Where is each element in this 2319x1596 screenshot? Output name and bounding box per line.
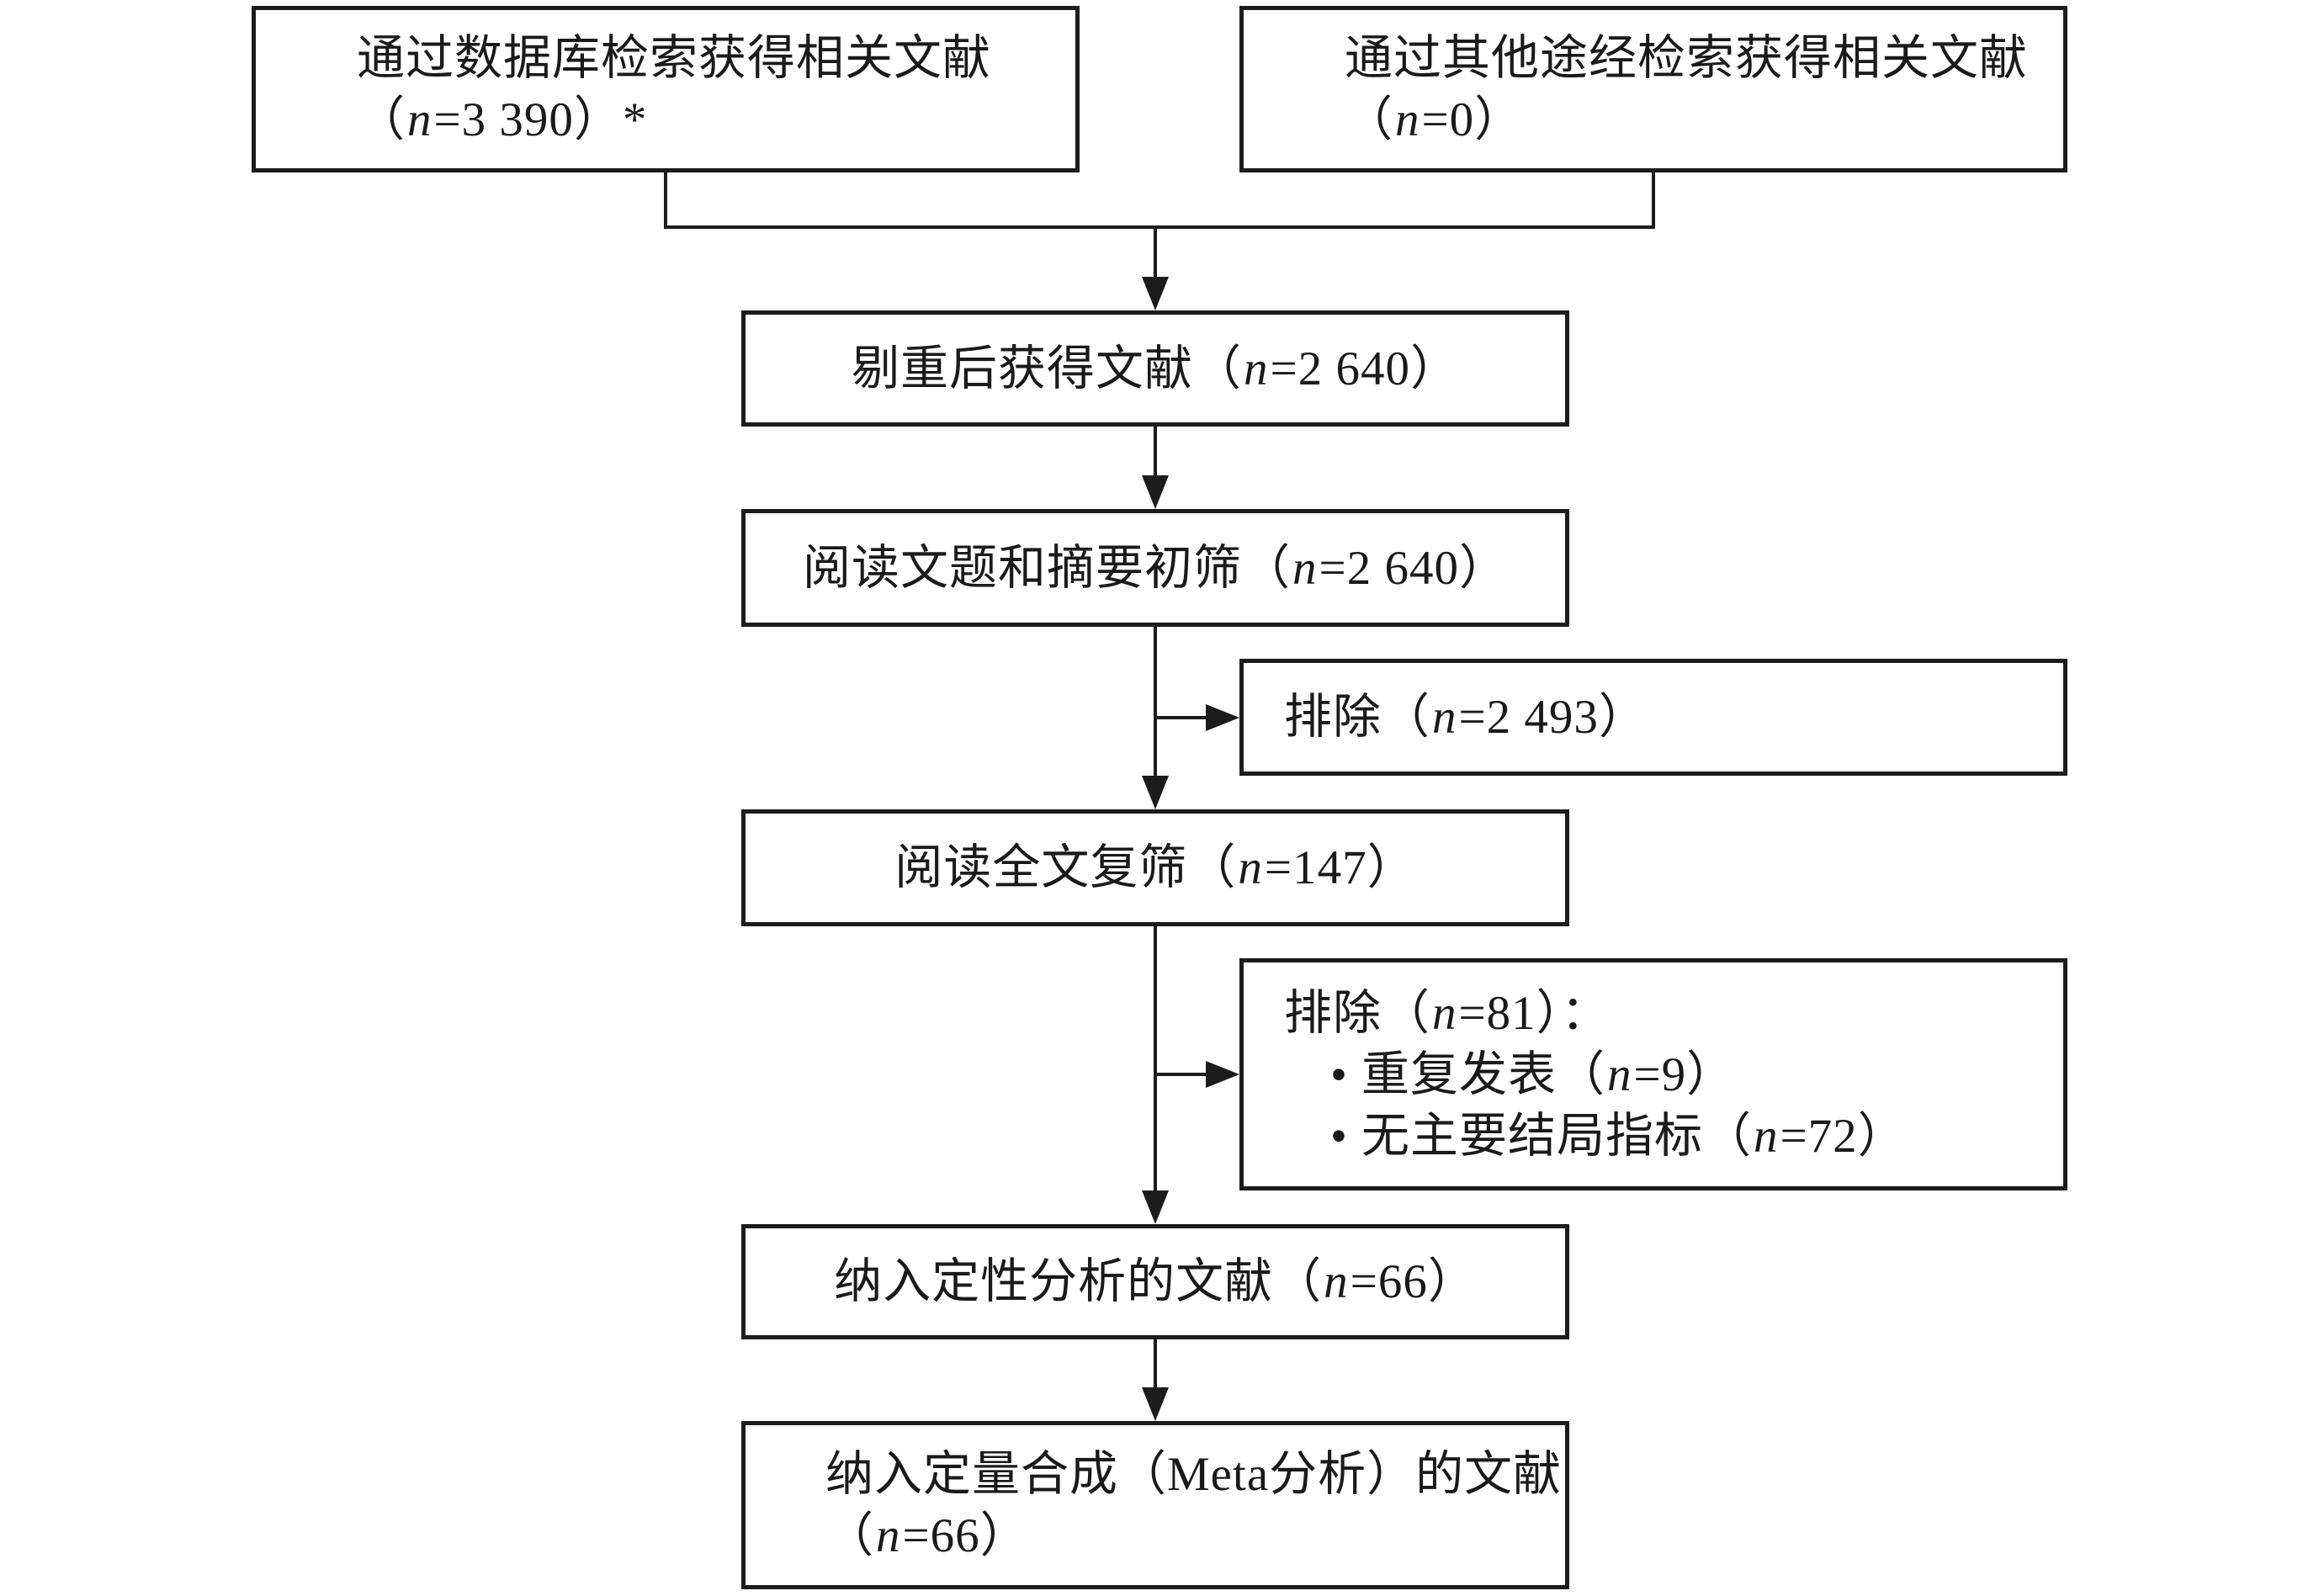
paren-open: （	[1382, 691, 1430, 744]
bullet-text: 重复发表（n=9）	[1361, 1044, 1735, 1106]
paren-open: （	[1556, 1047, 1605, 1101]
paren-open: （	[825, 1509, 874, 1562]
arrowhead-right-icon	[1206, 704, 1239, 731]
paren-open: （	[1242, 541, 1292, 595]
n-var: n	[1753, 1109, 1779, 1163]
label-text: 通过数据库检索获得相关文献	[357, 32, 991, 85]
count-text: =0）	[1421, 93, 1524, 146]
label-text: 阅读全文复筛	[894, 841, 1188, 894]
box-excluded-initial: 排除（n=2 493）	[1239, 659, 2067, 776]
n-var: n	[407, 93, 432, 146]
box-after-dedup: 剔重后获得文献（n=2 640）	[741, 310, 1569, 427]
box-database-search: 通过数据库检索获得相关文献 （n=3 390）*	[252, 6, 1080, 172]
box-meta-analysis-included: 纳入定量合成（Meta分析）的文献 （n=66）	[741, 1421, 1569, 1589]
bullet-icon: •	[1330, 1109, 1348, 1163]
paren-open: （	[1345, 93, 1393, 146]
arrowhead-right-icon	[1206, 1061, 1239, 1088]
paren-open: （	[1187, 841, 1237, 894]
label-text: 无主要结局指标	[1361, 1109, 1703, 1163]
count-text: =2 493）	[1458, 691, 1648, 744]
count-text: =2 640）	[1319, 541, 1508, 595]
box-excluded-initial-label: 排除（n=2 493）	[1284, 687, 2038, 748]
paren-open: （	[1273, 1255, 1323, 1308]
label-text: 重复发表	[1361, 1047, 1557, 1101]
box-database-search-label: 通过数据库检索获得相关文献	[357, 28, 1050, 89]
label-text: 通过其他途经检索获得相关文献	[1345, 32, 2028, 85]
arrowhead-down-icon	[1142, 277, 1169, 310]
label-text: 阅读文题和摘要初筛	[803, 541, 1243, 595]
count-text: =147）	[1264, 841, 1416, 894]
bullet-icon: •	[1330, 1047, 1348, 1101]
label-text: 排除	[1284, 986, 1382, 1040]
n-var: n	[1238, 841, 1263, 894]
connector-right-stub	[1652, 172, 1655, 229]
label-text: 剔重后获得文献	[852, 342, 1194, 395]
box-after-dedup-label: 剔重后获得文献（n=2 640）	[852, 338, 1459, 400]
arrowhead-down-icon	[1142, 1190, 1169, 1224]
count-text: =81）：	[1458, 986, 1611, 1040]
count-text: =72）	[1780, 1109, 1907, 1163]
n-var: n	[1432, 691, 1457, 744]
label-text: 纳入定量合成（Meta分析）的文献	[825, 1448, 1563, 1501]
n-var: n	[1324, 1255, 1349, 1308]
connector-screening-to-fulltext	[1154, 627, 1157, 782]
box-title-abstract-screening: 阅读文题和摘要初筛（n=2 640）	[741, 509, 1569, 627]
n-var: n	[1244, 342, 1269, 395]
connector-dedup-to-screening	[1154, 427, 1157, 484]
connector-fulltext-to-qualitative	[1154, 926, 1157, 1199]
label-text: 排除	[1284, 691, 1382, 744]
n-var: n	[1432, 986, 1457, 1040]
box-qualitative-included: 纳入定性分析的文献（n=66）	[741, 1224, 1569, 1339]
paren-open: （	[1382, 986, 1430, 1040]
box-meta-analysis-label: 纳入定量合成（Meta分析）的文献	[825, 1444, 1561, 1505]
label-text: 纳入定性分析的文献	[834, 1255, 1274, 1308]
arrowhead-down-icon	[1142, 776, 1169, 809]
connector-qualitative-to-meta	[1154, 1339, 1157, 1397]
n-var: n	[1395, 93, 1420, 146]
connector-merge-line	[664, 225, 1655, 229]
box-title-abstract-label: 阅读文题和摘要初筛（n=2 640）	[803, 538, 1508, 599]
box-database-search-count: （n=3 390）*	[357, 89, 1050, 151]
paren-open: （	[1702, 1109, 1752, 1163]
count-text: =66）	[902, 1509, 1029, 1562]
box-meta-analysis-count: （n=66）	[825, 1505, 1540, 1567]
box-fulltext-screening: 阅读全文复筛（n=147）	[741, 809, 1569, 926]
excluded-reason-duplicate: •重复发表（n=9）	[1284, 1044, 2038, 1106]
count-text: =3 390）*	[433, 93, 648, 146]
n-var: n	[1292, 541, 1318, 595]
box-excluded-fulltext-title: 排除（n=81）：	[1284, 983, 2038, 1044]
box-excluded-fulltext: 排除（n=81）： •重复发表（n=9） •无主要结局指标（n=72）	[1239, 958, 2067, 1190]
paren-open: （	[1193, 342, 1243, 395]
connector-merge-to-dedup	[1154, 225, 1157, 281]
arrowhead-down-icon	[1142, 1387, 1169, 1421]
excluded-reason-no-outcome: •无主要结局指标（n=72）	[1284, 1106, 2038, 1167]
arrowhead-down-icon	[1142, 475, 1169, 509]
n-var: n	[876, 1509, 901, 1562]
connector-branch-excluded1	[1155, 716, 1212, 719]
count-text: =2 640）	[1270, 342, 1459, 395]
box-qualitative-label: 纳入定性分析的文献（n=66）	[834, 1251, 1477, 1312]
count-text: =9）	[1633, 1047, 1736, 1101]
paren-open: （	[357, 93, 406, 146]
box-other-sources-count: （n=0）	[1345, 89, 2038, 151]
box-fulltext-label: 阅读全文复筛（n=147）	[894, 837, 1415, 899]
count-text: =66）	[1350, 1255, 1477, 1308]
n-var: n	[1606, 1047, 1632, 1101]
connector-left-stub	[664, 172, 667, 229]
box-other-sources-label: 通过其他途经检索获得相关文献	[1345, 28, 2038, 89]
bullet-text: 无主要结局指标（n=72）	[1361, 1106, 1907, 1167]
connector-branch-excluded2	[1155, 1073, 1212, 1076]
box-other-sources-search: 通过其他途经检索获得相关文献 （n=0）	[1239, 6, 2067, 172]
